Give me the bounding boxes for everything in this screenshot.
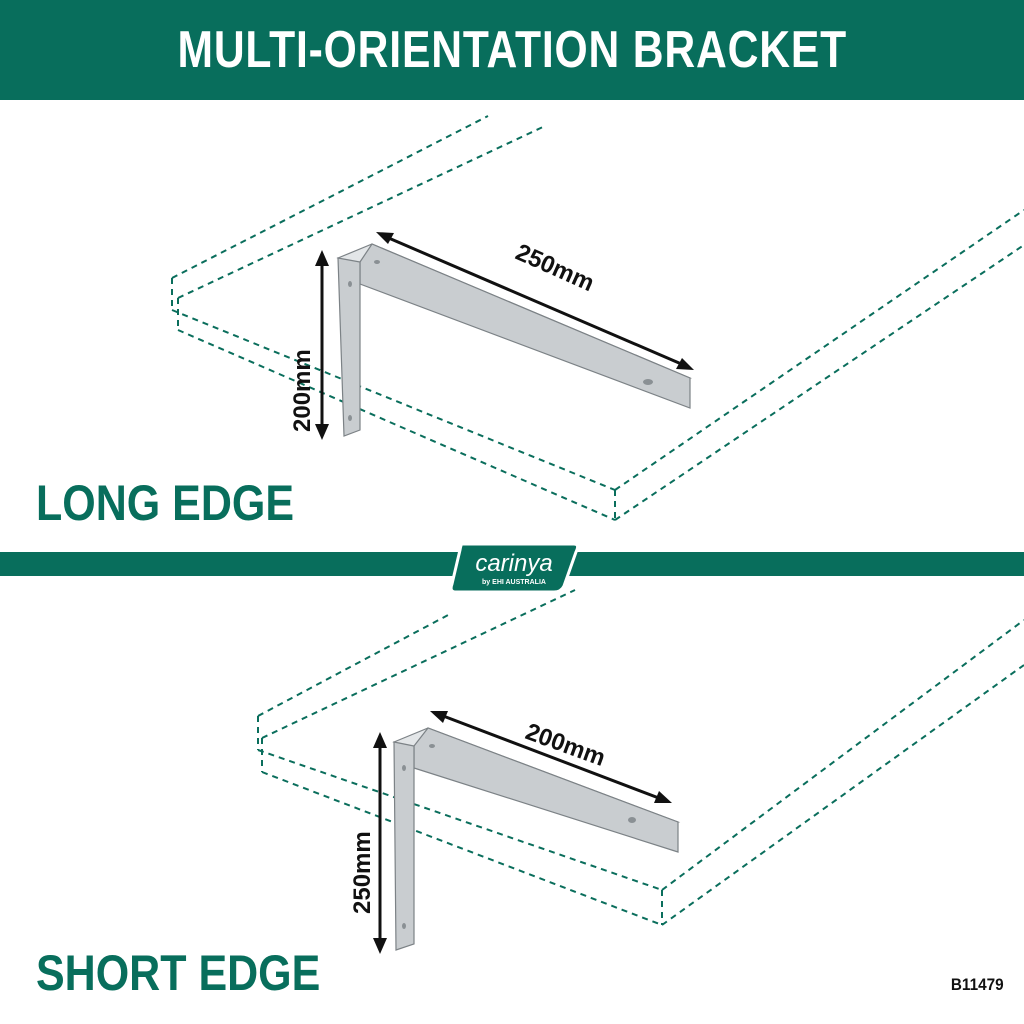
shelf-outline-long — [171, 115, 1024, 521]
title-banner: MULTI-ORIENTATION BRACKET — [0, 0, 1024, 100]
dimension-arrow-long-horizontal — [376, 232, 694, 370]
bracket-short — [392, 727, 681, 951]
product-code: B11479 — [951, 975, 1004, 994]
short-vertical-dimension: 250mm — [349, 831, 376, 914]
shelf-outline-short — [257, 589, 1024, 926]
page-title: MULTI-ORIENTATION BRACKET — [177, 21, 847, 79]
long-horizontal-dimension: 250mm — [512, 239, 599, 297]
logo-name: carinya — [475, 550, 552, 577]
bracket-long — [336, 243, 693, 437]
dimension-arrow-short-vertical — [373, 732, 387, 954]
carinya-logo: carinya by EHI AUSTRALIA — [449, 542, 580, 594]
dimension-arrow-long-vertical — [315, 250, 329, 440]
logo-tagline: by EHI AUSTRALIA — [482, 579, 546, 586]
long-vertical-dimension: 200mm — [289, 349, 316, 432]
long-edge-label: LONG EDGE — [36, 475, 295, 531]
dimension-arrow-short-horizontal — [430, 711, 672, 803]
short-edge-label: SHORT EDGE — [36, 945, 321, 1001]
